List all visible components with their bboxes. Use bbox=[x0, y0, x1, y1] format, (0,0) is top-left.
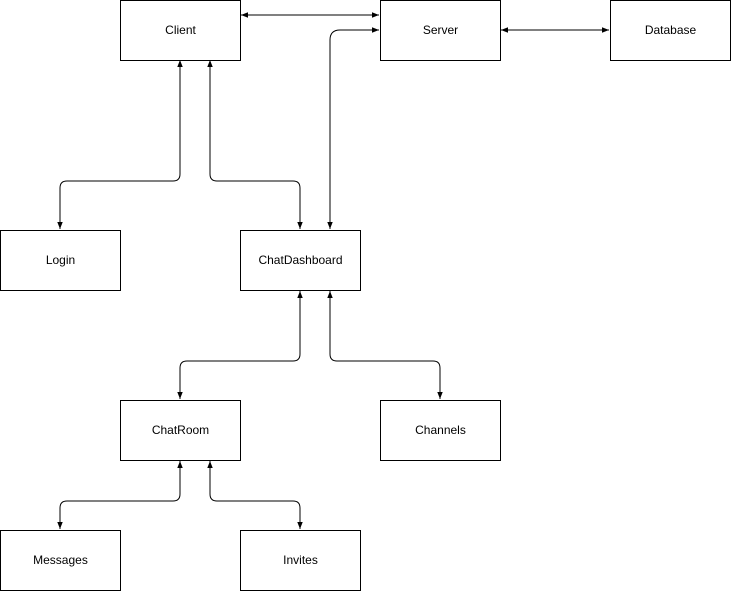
node-channels-label: Channels bbox=[415, 423, 466, 437]
node-messages: Messages bbox=[0, 530, 121, 591]
node-chatroom: ChatRoom bbox=[120, 400, 241, 461]
edge-server-chatdashboard bbox=[327, 27, 379, 229]
node-chatdashboard-label: ChatDashboard bbox=[258, 253, 342, 267]
node-chatroom-label: ChatRoom bbox=[152, 423, 209, 437]
edge-chatroom-invites bbox=[207, 461, 303, 529]
edges bbox=[57, 12, 609, 529]
edge-client-login bbox=[57, 60, 183, 229]
edge-chatroom-messages bbox=[57, 461, 183, 529]
node-login: Login bbox=[0, 230, 121, 291]
edge-chatdashboard-channels bbox=[327, 291, 443, 399]
node-database: Database bbox=[610, 0, 731, 61]
node-invites: Invites bbox=[240, 530, 361, 591]
node-messages-label: Messages bbox=[33, 553, 88, 567]
node-database-label: Database bbox=[645, 23, 697, 37]
node-client: Client bbox=[120, 0, 241, 61]
node-server-label: Server bbox=[423, 23, 458, 37]
node-client-label: Client bbox=[165, 23, 196, 37]
node-channels: Channels bbox=[380, 400, 501, 461]
node-chatdashboard: ChatDashboard bbox=[240, 230, 361, 291]
edge-client-chatdashboard bbox=[207, 60, 303, 229]
node-login-label: Login bbox=[46, 253, 75, 267]
node-server: Server bbox=[380, 0, 501, 61]
edge-chatdashboard-chatroom bbox=[177, 291, 303, 399]
node-invites-label: Invites bbox=[283, 553, 318, 567]
